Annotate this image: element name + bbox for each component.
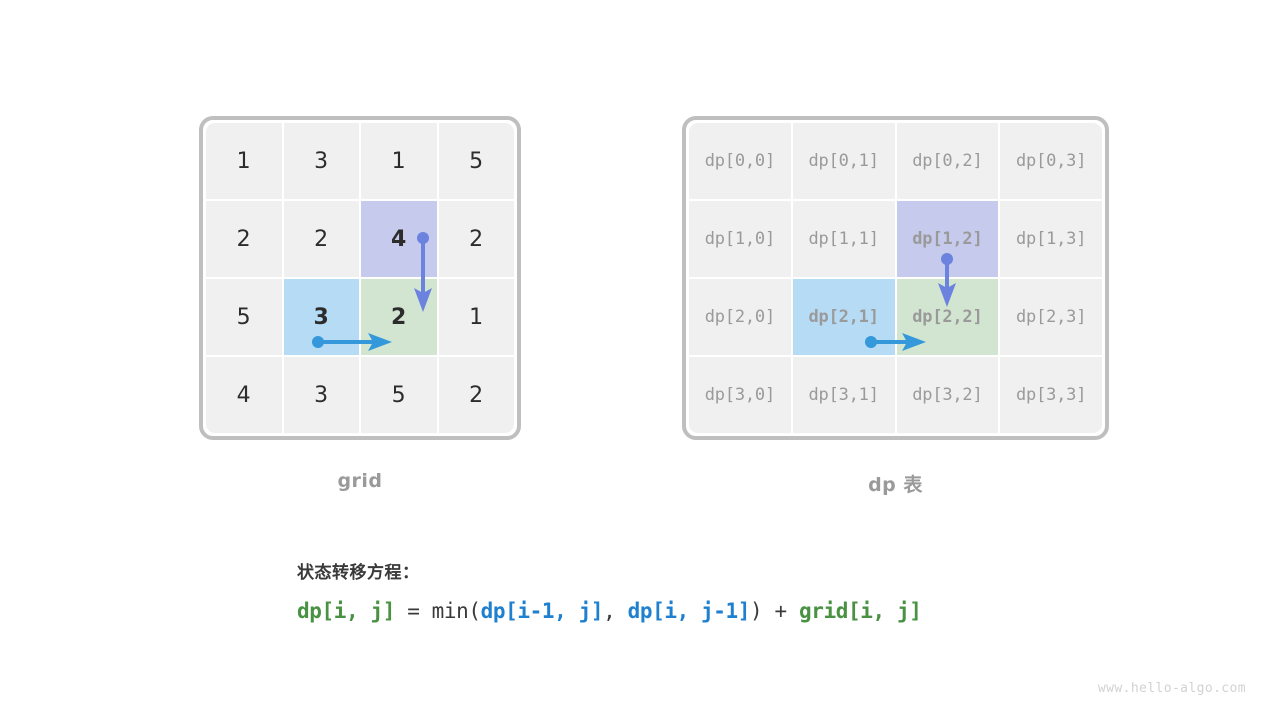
table-cell: dp[0,1]	[792, 123, 895, 199]
grid-table: 1 3 1 5 2 2 4 2 5 3 2 1 4 3 5 2	[199, 116, 521, 440]
cell-value: dp[1,2]	[912, 229, 983, 249]
cell-value: dp[2,2]	[912, 307, 983, 327]
formula-target-term: dp[i, j]	[297, 599, 395, 623]
cell-value: dp[0,0]	[704, 151, 775, 171]
dp-table-caption: dp 表	[868, 474, 923, 496]
table-cell: dp[1,1]	[792, 201, 895, 277]
cell-value: dp[2,0]	[704, 307, 775, 327]
formula-close-plus: ) +	[750, 599, 800, 623]
table-cell: dp[0,3]	[1000, 123, 1102, 199]
table-cell: 1	[438, 279, 514, 355]
cell-value: dp[2,1]	[808, 307, 879, 327]
cell-value: 3	[314, 382, 329, 408]
cell-value: 2	[469, 382, 484, 408]
cell-value: 4	[236, 382, 251, 408]
table-cell: dp[3,2]	[896, 357, 999, 433]
table-cell: dp[0,2]	[896, 123, 999, 199]
table-cell-highlight-purple: 4	[361, 201, 437, 277]
cell-value: dp[0,2]	[912, 151, 983, 171]
state-transition-equation: 状态转移方程： dp[i, j] = min(dp[i-1, j], dp[i,…	[297, 558, 922, 623]
cell-value: dp[3,2]	[912, 385, 983, 405]
cell-value: dp[3,1]	[808, 385, 879, 405]
watermark: www.hello-algo.com	[1097, 681, 1246, 696]
table-cell: 4	[206, 357, 282, 433]
cell-value: 5	[391, 382, 406, 408]
formula-term-from-above: dp[i-1, j]	[480, 599, 604, 623]
table-cell: dp[0,0]	[689, 123, 791, 199]
table-cell-highlight-green: dp[2,2]	[896, 279, 999, 355]
formula-grid-term: grid[i, j]	[799, 599, 922, 623]
formula-min-open: = min(	[394, 599, 481, 623]
table-cell: 3	[283, 123, 359, 199]
cell-value: dp[3,3]	[1016, 385, 1087, 405]
table-cell: dp[1,0]	[689, 201, 791, 277]
formula-expression: dp[i, j] = min(dp[i-1, j], dp[i, j-1]) +…	[297, 599, 922, 623]
cell-value: 2	[390, 304, 407, 330]
table-cell: dp[2,3]	[1000, 279, 1102, 355]
table-cell-highlight-blue: dp[2,1]	[792, 279, 895, 355]
table-cell: 5	[206, 279, 282, 355]
table-cell: dp[2,0]	[689, 279, 791, 355]
table-cell: 2	[206, 201, 282, 277]
cell-value: 5	[469, 148, 484, 174]
cell-value: dp[0,1]	[808, 151, 879, 171]
formula-comma: ,	[603, 599, 628, 623]
table-cell: dp[3,3]	[1000, 357, 1102, 433]
cell-value: 5	[236, 304, 251, 330]
table-cell-highlight-blue: 3	[283, 279, 359, 355]
table-cell: 3	[283, 357, 359, 433]
table-cell: dp[3,1]	[792, 357, 895, 433]
cell-value: dp[1,1]	[808, 229, 879, 249]
cell-value: 2	[236, 226, 251, 252]
cell-value: dp[1,0]	[704, 229, 775, 249]
table-cell: 1	[361, 123, 437, 199]
cell-value: 1	[236, 148, 251, 174]
table-cell: 2	[283, 201, 359, 277]
cell-value: 3	[314, 148, 329, 174]
formula-title: 状态转移方程：	[297, 563, 420, 583]
table-cell: 2	[438, 201, 514, 277]
table-cell: 5	[361, 357, 437, 433]
formula-term-from-left: dp[i, j-1]	[627, 599, 751, 623]
table-cell: 5	[438, 123, 514, 199]
cell-value: 1	[391, 148, 406, 174]
cell-value: dp[3,0]	[704, 385, 775, 405]
table-cell: 1	[206, 123, 282, 199]
cell-value: dp[2,3]	[1016, 307, 1087, 327]
table-cell: dp[3,0]	[689, 357, 791, 433]
cell-value: 2	[314, 226, 329, 252]
cell-value: 4	[390, 226, 407, 252]
table-cell: dp[1,3]	[1000, 201, 1102, 277]
grid-table-caption: grid	[337, 470, 383, 492]
cell-value: 3	[313, 304, 330, 330]
table-cell: 2	[438, 357, 514, 433]
cell-value: 1	[469, 304, 484, 330]
cell-value: dp[0,3]	[1016, 151, 1087, 171]
grid-table-cells: 1 3 1 5 2 2 4 2 5 3 2 1 4 3 5 2	[206, 123, 514, 433]
dp-table-cells: dp[0,0] dp[0,1] dp[0,2] dp[0,3] dp[1,0] …	[689, 123, 1102, 433]
dp-table: dp[0,0] dp[0,1] dp[0,2] dp[0,3] dp[1,0] …	[682, 116, 1109, 440]
cell-value: 2	[469, 226, 484, 252]
table-cell-highlight-green: 2	[361, 279, 437, 355]
cell-value: dp[1,3]	[1016, 229, 1087, 249]
table-cell-highlight-purple: dp[1,2]	[896, 201, 999, 277]
